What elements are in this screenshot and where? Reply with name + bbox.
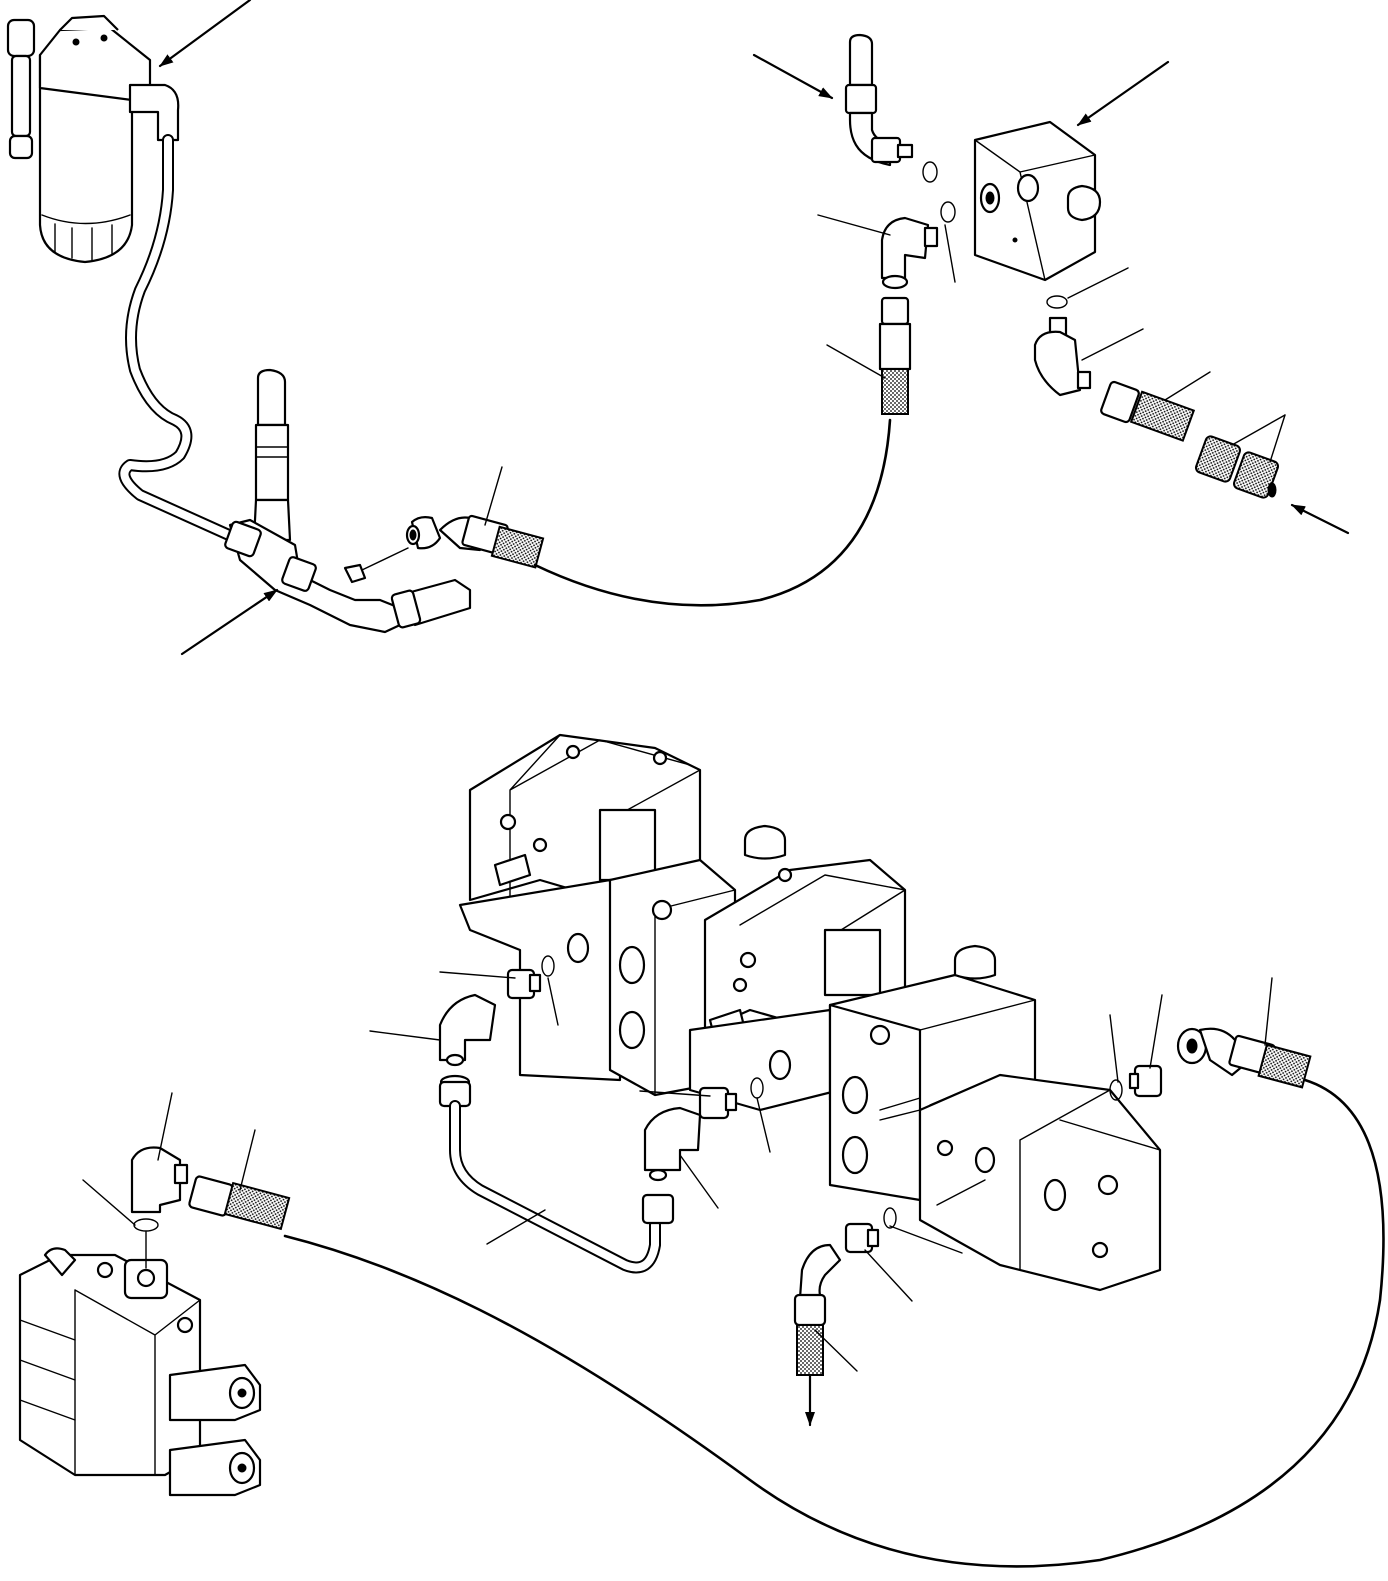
control-valve-assembly (458, 733, 1162, 1292)
leader-15 (486, 1209, 546, 1245)
leader-20 (864, 1249, 913, 1302)
leader-17 (1149, 994, 1163, 1069)
valve-fittings-right (283, 1027, 1385, 1568)
upper-pipe-fitting (844, 33, 938, 183)
valve-fittings-left (438, 955, 764, 1274)
leader-23 (82, 1179, 136, 1226)
leader-21 (814, 1329, 858, 1372)
leader-12 (639, 1090, 711, 1097)
leader-2 (944, 224, 956, 283)
arrows (158, 0, 1350, 1427)
leader-10 (547, 977, 559, 1026)
elbow-fitting-right (1033, 295, 1280, 499)
leader-4 (1067, 267, 1129, 299)
leader-9 (439, 971, 516, 979)
block-arrow (1076, 60, 1170, 127)
leader-14 (679, 1154, 719, 1209)
hose-assembly-upper (405, 418, 892, 607)
leader-5 (1081, 328, 1144, 361)
leader-1 (817, 214, 891, 236)
leader-18 (1264, 977, 1273, 1046)
inlet-arrow (1290, 503, 1350, 535)
filter-return-pipe (118, 134, 246, 546)
leader-22 (157, 1092, 173, 1161)
leader-16 (1109, 1014, 1119, 1083)
leader-13 (756, 1097, 771, 1153)
valve-block (973, 120, 1102, 282)
filter-assembly (6, 14, 180, 264)
leader-8 (484, 466, 503, 526)
leader-24 (239, 1129, 256, 1191)
leader-7b (1269, 414, 1286, 463)
elbow-fitting-top (878, 201, 956, 415)
leader-19 (889, 1225, 963, 1254)
drain-hose-assembly (793, 1207, 897, 1376)
leader-7a (1231, 414, 1286, 446)
tee-fitting-assembly (224, 368, 472, 634)
leader-lines (82, 214, 1286, 1372)
top-hose-arrow (752, 53, 834, 100)
leader-11 (369, 1030, 441, 1041)
tee-arrow (180, 588, 279, 656)
leader-3 (826, 344, 886, 379)
small-control-valve (18, 1146, 291, 1497)
leader-6 (1164, 371, 1211, 401)
filter-arrow (158, 0, 252, 68)
